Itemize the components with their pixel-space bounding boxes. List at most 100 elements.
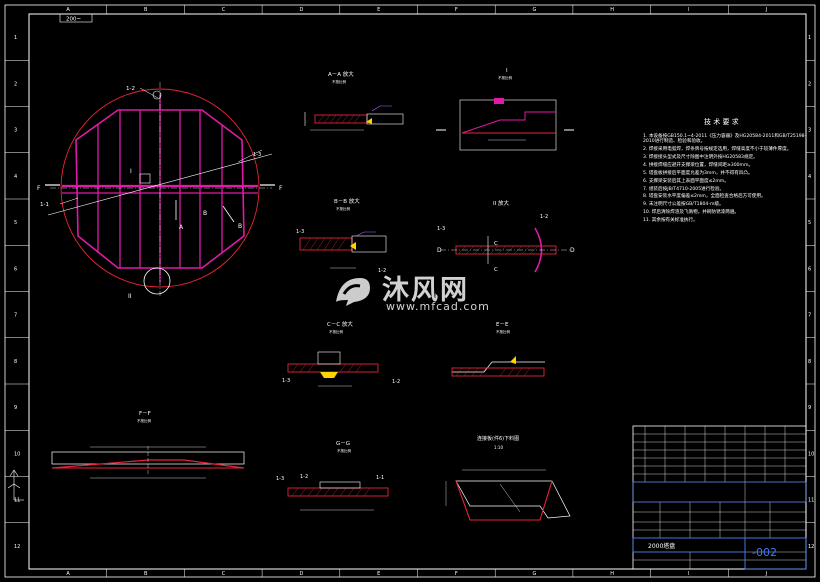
zone-number: 7: [14, 313, 17, 319]
zone-letter: J: [765, 7, 767, 13]
title-bb: B－B 放大: [334, 197, 360, 205]
label-plan-1-1: 1-1: [40, 202, 49, 208]
zone-number: 10: [14, 451, 20, 457]
zone-number: 6: [14, 266, 17, 272]
zone-letter: H: [610, 7, 614, 13]
plate-development-view: [445, 469, 571, 521]
zone-number: 12: [808, 544, 814, 550]
zone-letter: G: [533, 571, 537, 577]
tech-item: 8. 塔盘安装水平度偏差≤2mm，全面检查合格后方可使用。: [643, 194, 766, 200]
ee-hatch: [455, 367, 531, 377]
scale-plate-dev: 1:10: [494, 445, 503, 450]
label-f-left: F: [37, 185, 41, 192]
sheet-tag-box: [59, 13, 93, 23]
zone-number: 9: [808, 405, 811, 411]
plate-dev-cut-line: [455, 480, 553, 521]
zone-letter: E: [377, 571, 380, 577]
outer-frame: [4, 4, 816, 578]
zone-letter: F: [455, 571, 458, 577]
bb-weld: [350, 242, 356, 250]
leader-1-3: [237, 149, 263, 163]
label-ii-1-3: 1-3: [437, 226, 445, 232]
tech-requirements-list: 1. 本设备按GB150.1~4-2011《压力容器》及HG20584-2011…: [643, 134, 815, 226]
detail-i-profile: [461, 111, 556, 134]
section-mark-b: [222, 205, 235, 223]
aa-weld-symbol: [371, 105, 392, 112]
gg-cover-strip: [319, 481, 361, 489]
sheet-tag-text: 200~: [66, 17, 81, 23]
detail-ii-view: [440, 227, 570, 273]
note-bb: 不按比例: [336, 206, 350, 211]
zone-letter: C: [222, 571, 226, 577]
label-f-right: F: [279, 185, 283, 192]
tech-item: 9. 未注明尺寸公差按GB/T1804-m级。: [643, 202, 724, 208]
section-aa-view: [304, 105, 404, 131]
label-ii-c-bottom: C: [494, 267, 498, 273]
label-cc-1-3: 1-3: [282, 378, 290, 384]
zone-letter: A: [66, 571, 70, 577]
gg-hatch: [291, 487, 371, 497]
title-aa: A－A 放大: [328, 70, 354, 78]
zone-number: 9: [14, 405, 17, 411]
zone-letter: F: [455, 7, 458, 13]
zone-number: 5: [808, 220, 811, 226]
aa-weld: [366, 118, 372, 124]
tech-title: 技 术 要 求: [704, 117, 739, 126]
support-frame-polygon: [75, 109, 245, 269]
zone-number: 2: [14, 81, 17, 87]
tech-item: 2. 焊接采用电弧焊，焊条牌号按规定选用，焊缝高度不小于较薄件厚度。: [643, 147, 792, 153]
ee-profile: [452, 361, 545, 373]
plate-dev-radius: [499, 483, 521, 513]
title-cc: C－C 放大: [327, 320, 353, 328]
note-detail-i: 不按比例: [498, 75, 512, 80]
zone-letter: A: [66, 7, 70, 13]
zone-letter: H: [610, 571, 614, 577]
ee-plate: [451, 367, 545, 377]
zone-number: 4: [14, 174, 17, 180]
zone-letter: D: [299, 7, 303, 13]
label-detail-i: I: [130, 168, 132, 175]
watermark-logo-icon: [336, 278, 370, 306]
zone-letter: I: [688, 7, 689, 13]
title-gg: G－G: [336, 441, 350, 447]
aa-beam: [366, 113, 404, 125]
section-cc-view: [287, 351, 379, 387]
coordinate-symbol: [7, 469, 24, 501]
zone-number: 8: [14, 359, 17, 365]
watermark-cn: 沐风网: [382, 275, 469, 306]
label-a: A: [179, 224, 184, 231]
label-b-left: B: [203, 210, 207, 217]
label-cc-1-2: 1-2: [392, 379, 400, 385]
zone-number: 1: [14, 35, 17, 41]
detail-i-view: [436, 98, 574, 151]
section-ee-view: [451, 356, 545, 377]
zone-number: 3: [14, 128, 17, 134]
note-gg: 不按比例: [337, 448, 351, 453]
section-ff-view: [51, 446, 245, 479]
title-block-grid: [633, 426, 806, 569]
label-gg-1-3: 1-3: [276, 476, 284, 482]
bb-hatch: [302, 237, 347, 251]
title-block: [632, 425, 807, 570]
label-plan-1-3: 1-3: [253, 152, 261, 158]
bb-weld-symbol: [355, 231, 376, 237]
zone-number: 4: [808, 174, 811, 180]
note-ff: 不按比例: [137, 418, 151, 423]
cc-hatch: [291, 363, 363, 373]
zone-letter: C: [222, 7, 226, 13]
leader-1-1: [59, 197, 79, 205]
watermark-en: www.mfcad.com: [386, 300, 490, 313]
zone-number: 11: [14, 498, 20, 504]
zone-number: 1: [808, 35, 811, 41]
zone-number: 3: [808, 128, 811, 134]
note-cc: 不按比例: [329, 329, 343, 334]
zone-letter: B: [144, 571, 148, 577]
tech-item: 1. 本设备按GB150.1~4-2011《压力容器》及HG20584-2011…: [643, 134, 807, 145]
tech-item: 10. 焊后清除焊渣及飞溅物，并刷防锈漆两遍。: [643, 210, 740, 216]
label-bb-1-3: 1-3: [296, 229, 304, 235]
tech-item: 6. 支撑梁安装后其上表面平面度≤2mm。: [643, 178, 729, 184]
title-detail-i: I: [506, 68, 508, 74]
label-ii-1-2: 1-2: [540, 214, 548, 220]
